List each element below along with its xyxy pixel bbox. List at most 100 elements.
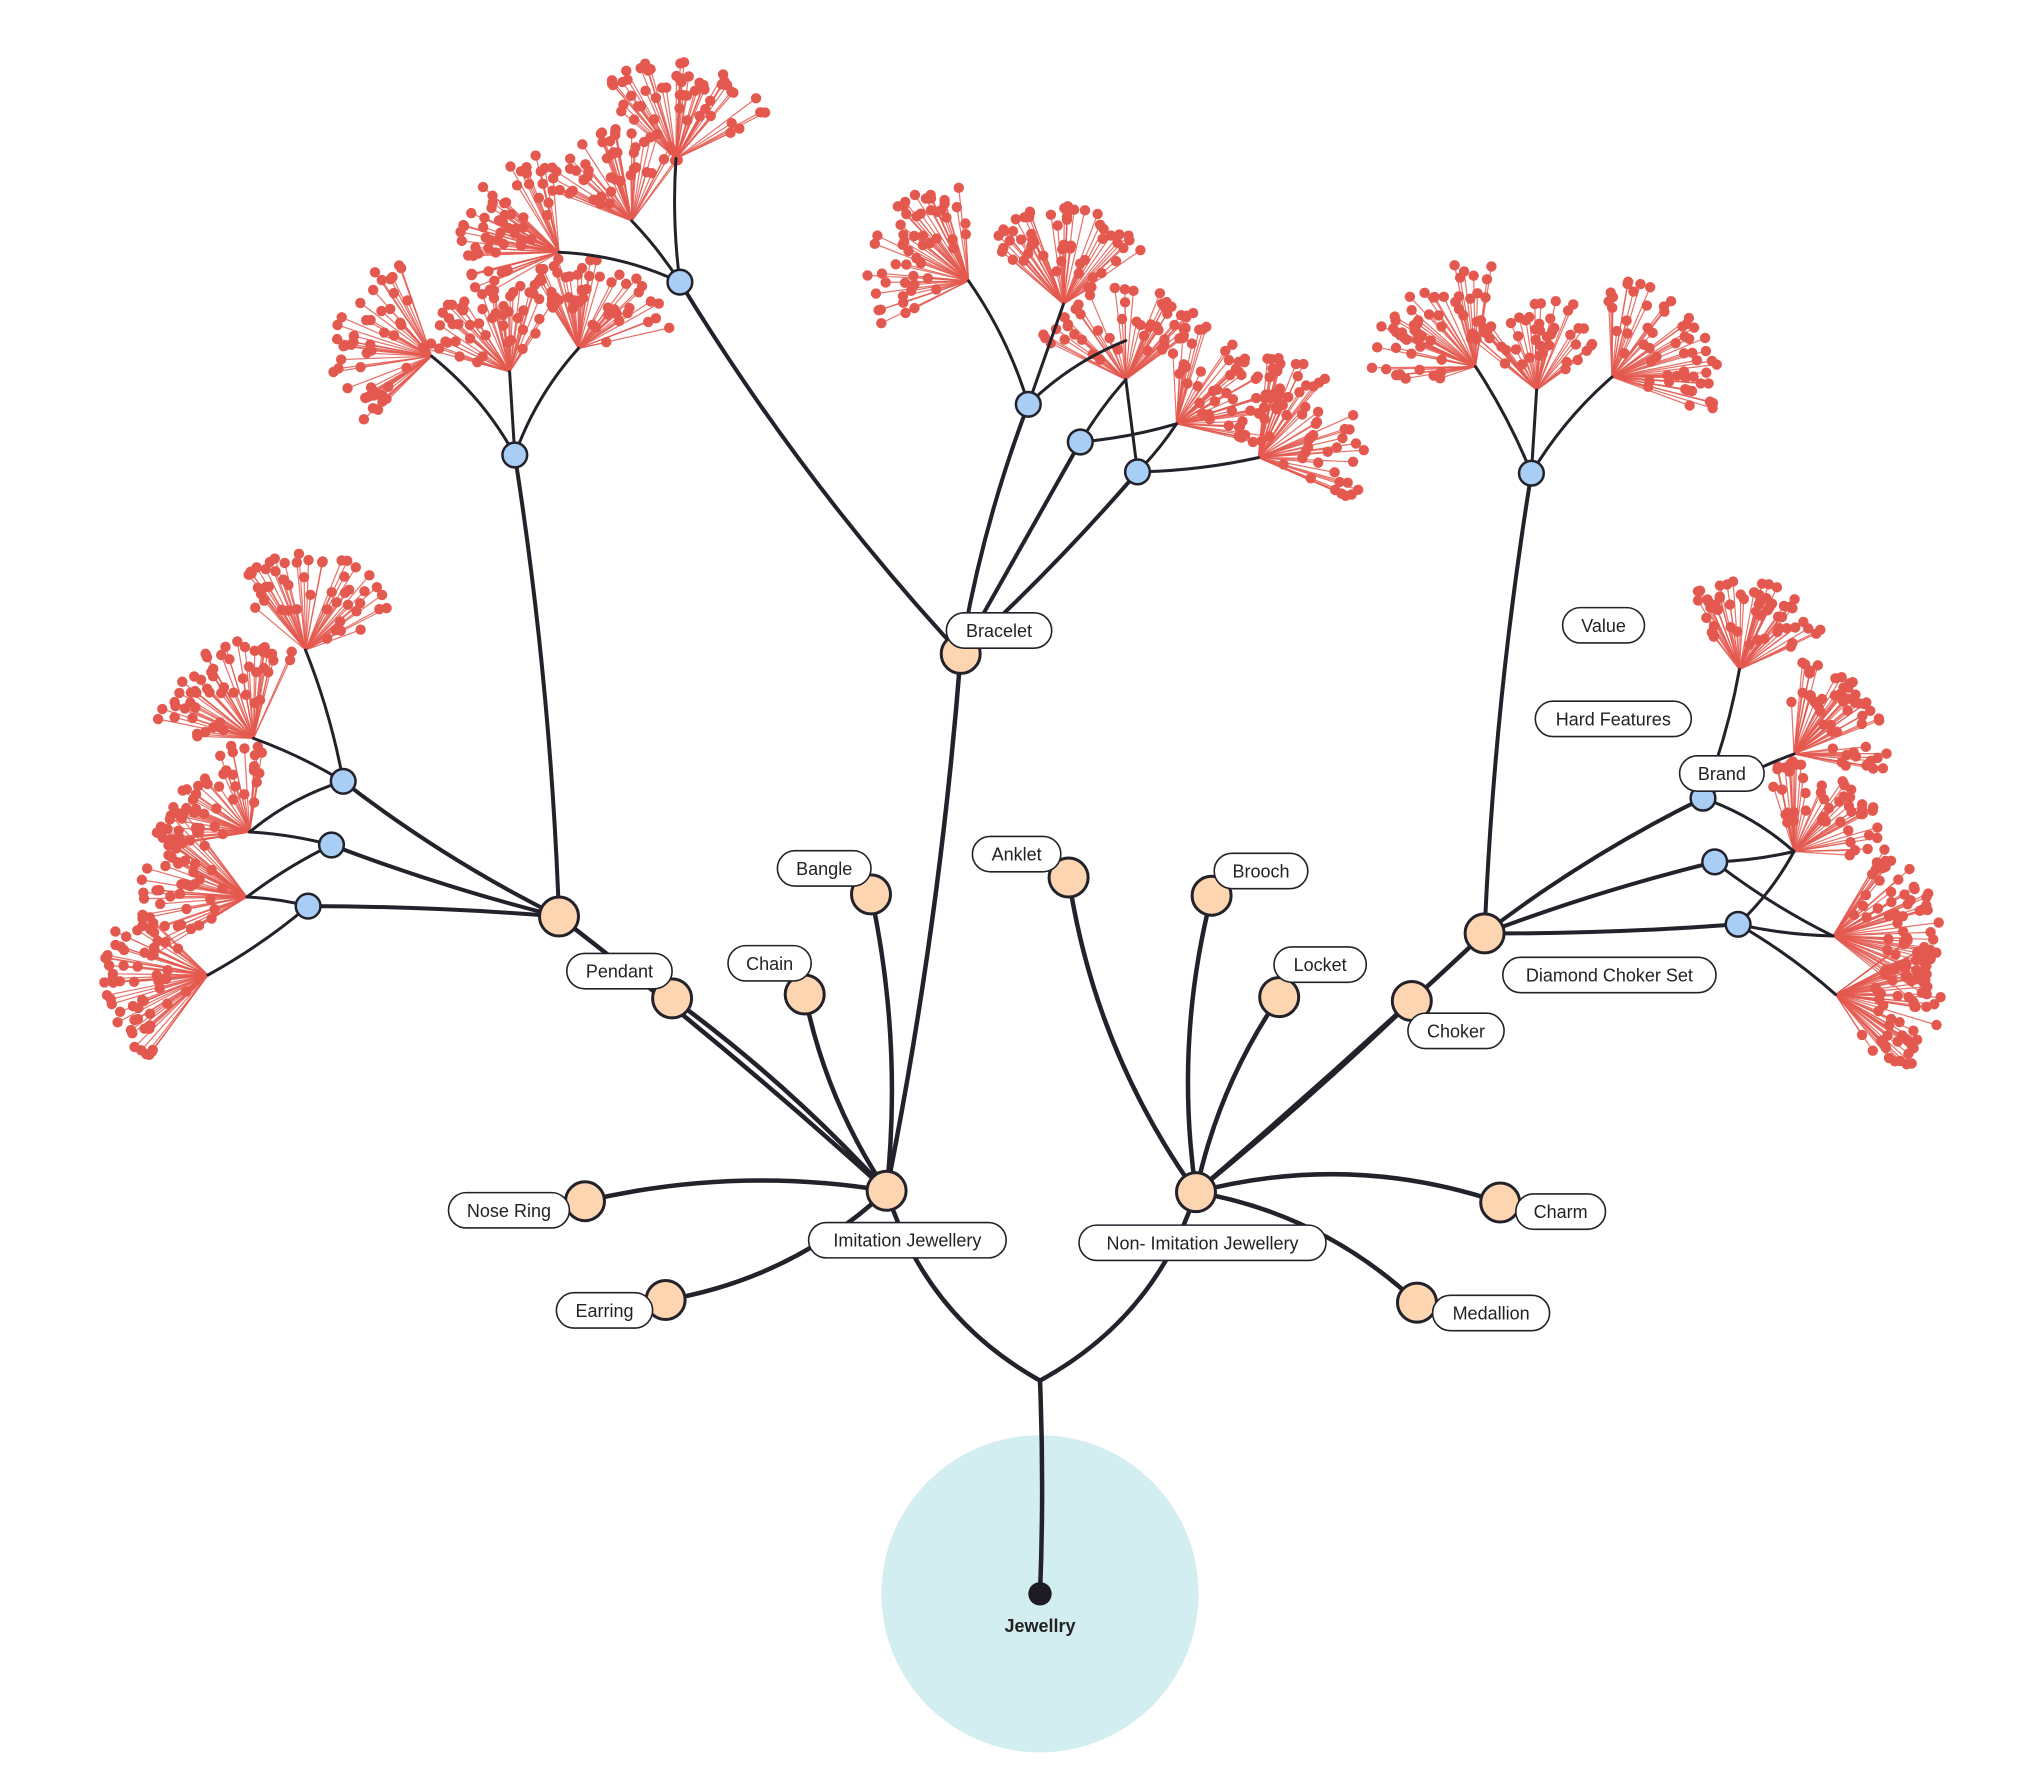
- leaf-node: [876, 268, 888, 279]
- leaf-node: [683, 71, 694, 82]
- label-brooch[interactable]: Brooch: [1213, 852, 1309, 890]
- leaf-link: [252, 649, 263, 739]
- label-anklet[interactable]: Anklet: [971, 835, 1062, 873]
- attribute-node[interactable]: [1066, 428, 1094, 456]
- leaf-node: [1059, 202, 1070, 214]
- attribute-node[interactable]: [1517, 459, 1546, 487]
- leaf-link: [177, 840, 248, 898]
- leaf-node: [1928, 934, 1939, 945]
- leaf-node: [154, 825, 166, 837]
- leaf-link: [1062, 208, 1065, 305]
- leaf-node: [1935, 992, 1946, 1003]
- attribute-node[interactable]: [294, 892, 322, 920]
- attribute-node[interactable]: [1701, 848, 1729, 876]
- leaf-node: [1007, 225, 1019, 237]
- charm-node[interactable]: [1479, 1181, 1522, 1224]
- label-nose-ring[interactable]: Nose Ring: [447, 1191, 571, 1229]
- label-chain[interactable]: Chain: [727, 944, 812, 982]
- leaf-node: [505, 161, 516, 172]
- leaf-node: [361, 315, 372, 326]
- label-charm[interactable]: Charm: [1515, 1193, 1607, 1231]
- pendant-hub-node[interactable]: [538, 895, 580, 938]
- attribute-node[interactable]: [501, 441, 529, 469]
- leaf-node: [464, 333, 476, 344]
- label-hard-features[interactable]: Hard Features: [1534, 700, 1693, 738]
- leaf-node: [165, 810, 176, 821]
- pendant-node[interactable]: [651, 977, 694, 1020]
- leaf-node: [1347, 410, 1359, 421]
- leaf-link: [1608, 301, 1613, 378]
- leaf-node: [502, 265, 513, 276]
- leaf-link: [1793, 834, 1870, 853]
- attribute-node[interactable]: [1123, 458, 1152, 486]
- label-bangle[interactable]: Bangle: [776, 849, 872, 887]
- imitation-node[interactable]: [865, 1169, 908, 1212]
- anklet-node[interactable]: [1047, 856, 1090, 899]
- label-locket[interactable]: Locket: [1273, 946, 1368, 984]
- leaf-node: [1885, 1013, 1897, 1025]
- label-pendant[interactable]: Pendant: [565, 952, 673, 990]
- leaf-node: [1311, 416, 1323, 428]
- leaf-node: [260, 581, 271, 593]
- leaf-node: [367, 402, 379, 414]
- leaf-link: [1611, 327, 1695, 378]
- attribute-node[interactable]: [1014, 390, 1042, 418]
- label-brand[interactable]: Brand: [1678, 755, 1765, 792]
- leaf-link: [199, 879, 248, 898]
- leaf-node: [1018, 255, 1030, 266]
- label-non-imitation-jewellery[interactable]: Non- Imitation Jewellery: [1078, 1224, 1327, 1262]
- leaf-node: [172, 856, 183, 868]
- leaf-node: [534, 313, 545, 325]
- leaf-node: [1313, 457, 1324, 468]
- attribute-node[interactable]: [666, 268, 694, 296]
- leaf-node: [136, 874, 148, 886]
- label-medallion[interactable]: Medallion: [1431, 1294, 1551, 1332]
- leaf-node: [339, 587, 351, 599]
- leaf-node: [1863, 830, 1875, 841]
- leaf-link: [274, 558, 307, 651]
- leaf-node: [1889, 1056, 1901, 1067]
- leaf-link: [1175, 366, 1187, 424]
- leaf-node: [594, 271, 606, 282]
- leaf-node: [1376, 321, 1387, 332]
- leaf-link: [337, 324, 432, 357]
- leaf-link: [1835, 993, 1892, 1020]
- leaf-node: [564, 153, 576, 164]
- leaf-node: [1203, 409, 1215, 420]
- leaf-node: [1290, 358, 1302, 370]
- leaf-node: [1644, 375, 1655, 386]
- attribute-node[interactable]: [329, 767, 357, 795]
- nonimitation-node[interactable]: [1175, 1171, 1217, 1214]
- locket-node[interactable]: [1258, 976, 1301, 1019]
- label-imitation-jewellery[interactable]: Imitation Jewellery: [807, 1221, 1007, 1259]
- leaf-link: [1793, 829, 1849, 853]
- attribute-node[interactable]: [1724, 910, 1752, 938]
- leaf-link: [1175, 383, 1188, 424]
- link-brooch: [1185, 893, 1214, 1195]
- leaf-link: [117, 974, 209, 1023]
- leaf-node: [1665, 296, 1677, 307]
- label-diamond-choker-set[interactable]: Diamond Choker Set: [1502, 956, 1717, 994]
- leaf-node: [901, 208, 912, 220]
- label-earring[interactable]: Earring: [555, 1291, 654, 1329]
- leaf-link: [218, 786, 251, 833]
- nose-ring-node[interactable]: [564, 1180, 606, 1223]
- label-value[interactable]: Value: [1561, 606, 1646, 644]
- diamond-choker-set-node[interactable]: [1463, 912, 1506, 955]
- leaf-node: [174, 888, 186, 900]
- leaf-link: [581, 144, 633, 222]
- root-node[interactable]: [1028, 1582, 1052, 1606]
- leaf-node: [1871, 857, 1883, 868]
- leaf-node: [1789, 594, 1800, 605]
- attribute-node[interactable]: [317, 831, 346, 859]
- label-choker[interactable]: Choker: [1407, 1012, 1505, 1050]
- leaf-node: [1471, 316, 1482, 327]
- label-bracelet[interactable]: Bracelet: [945, 612, 1053, 649]
- leaf-link: [631, 160, 676, 222]
- leaf-link: [1793, 715, 1863, 755]
- leaf-node: [172, 921, 183, 932]
- leaf-link: [144, 952, 209, 976]
- medallion-node[interactable]: [1396, 1281, 1438, 1324]
- leaf-node: [1644, 282, 1656, 293]
- link-pendant-hub: [556, 914, 889, 1194]
